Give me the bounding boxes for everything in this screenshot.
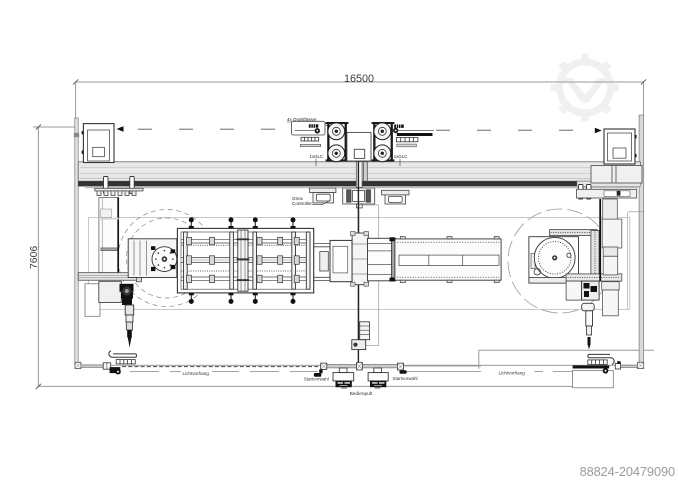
svg-text:Bedienpult: Bedienpult (350, 391, 373, 397)
svg-text:Startvorwahl: Startvorwahl (304, 376, 329, 381)
svg-text:4x Drahtfässer: 4x Drahtfässer (287, 117, 317, 122)
svg-text:7606: 7606 (29, 246, 40, 269)
svg-text:Controller: Controller (292, 201, 312, 206)
svg-text:1xGLC: 1xGLC (394, 154, 408, 159)
svg-text:Lichtvorhang: Lichtvorhang (183, 371, 210, 376)
svg-text:Girox: Girox (292, 196, 304, 201)
svg-text:88824-20479090: 88824-20479090 (580, 464, 675, 479)
svg-text:Lichtvorhang: Lichtvorhang (499, 370, 526, 375)
svg-text:16500: 16500 (344, 73, 374, 85)
svg-text:Startvorwahl: Startvorwahl (392, 376, 417, 381)
svg-text:1xGLC: 1xGLC (310, 154, 324, 159)
